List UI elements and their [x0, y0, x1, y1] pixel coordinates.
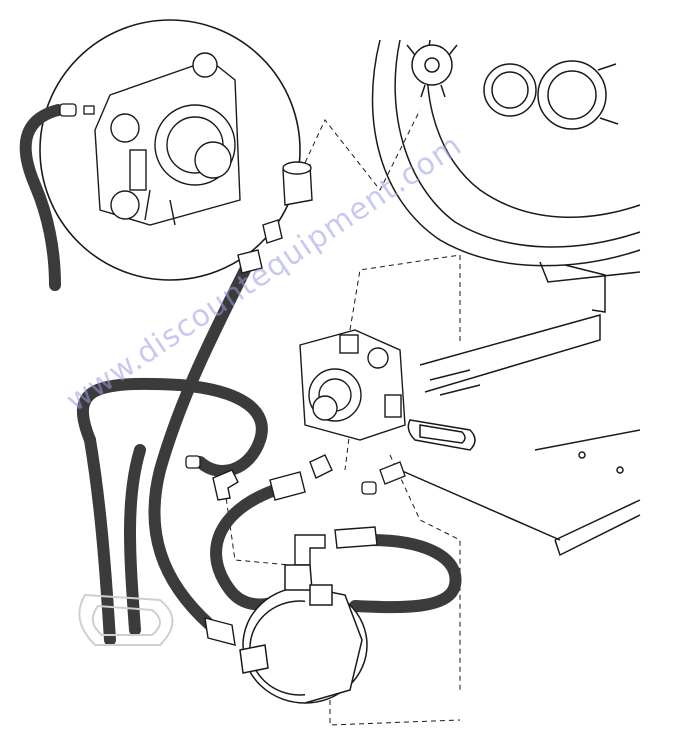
leader-lines — [224, 109, 461, 726]
mounting-bracket — [399, 264, 641, 557]
detail-inset-regulator — [19, 19, 301, 291]
fuel-hose — [76, 264, 268, 646]
grommet — [78, 593, 174, 646]
hose-coupler — [204, 161, 378, 646]
vaporizer-hose — [210, 484, 462, 614]
mounted-regulator — [299, 329, 406, 441]
sight-gauge — [483, 60, 619, 130]
inset-hose — [19, 104, 64, 291]
elbow-fitting — [212, 469, 326, 566]
lower-regulator — [239, 564, 368, 704]
inset-clamp — [59, 103, 95, 117]
filler-knob — [406, 44, 458, 98]
engine-flywheel-housing — [371, 39, 641, 283]
hose-clamps — [185, 455, 406, 495]
